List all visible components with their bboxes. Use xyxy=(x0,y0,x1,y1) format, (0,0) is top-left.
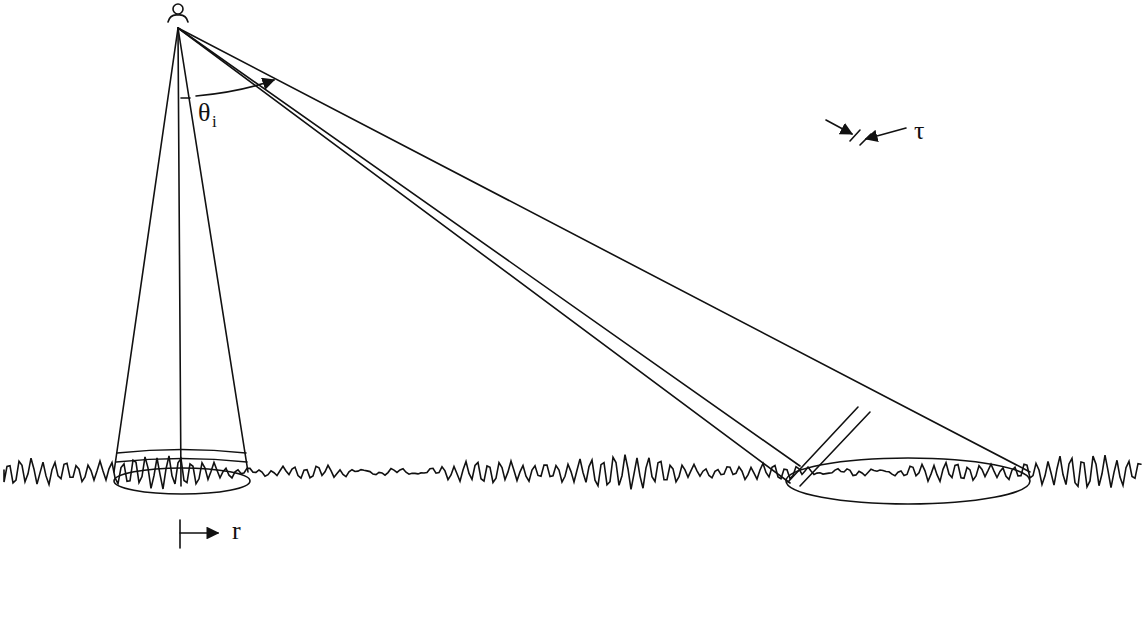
range-axis xyxy=(180,520,218,548)
angle-symbol: θ xyxy=(198,100,210,126)
oblique-beam xyxy=(178,28,1030,504)
source-figure xyxy=(168,4,188,22)
angle-tick xyxy=(181,97,190,99)
angle-subscript: i xyxy=(212,113,217,130)
pulse-width-marker xyxy=(826,120,906,145)
range-symbol: r xyxy=(232,518,241,544)
nadir-beam xyxy=(114,28,250,494)
rough-surface xyxy=(4,455,1141,490)
pulse-width-symbol: τ xyxy=(914,118,924,144)
angle-arrow xyxy=(196,80,274,96)
